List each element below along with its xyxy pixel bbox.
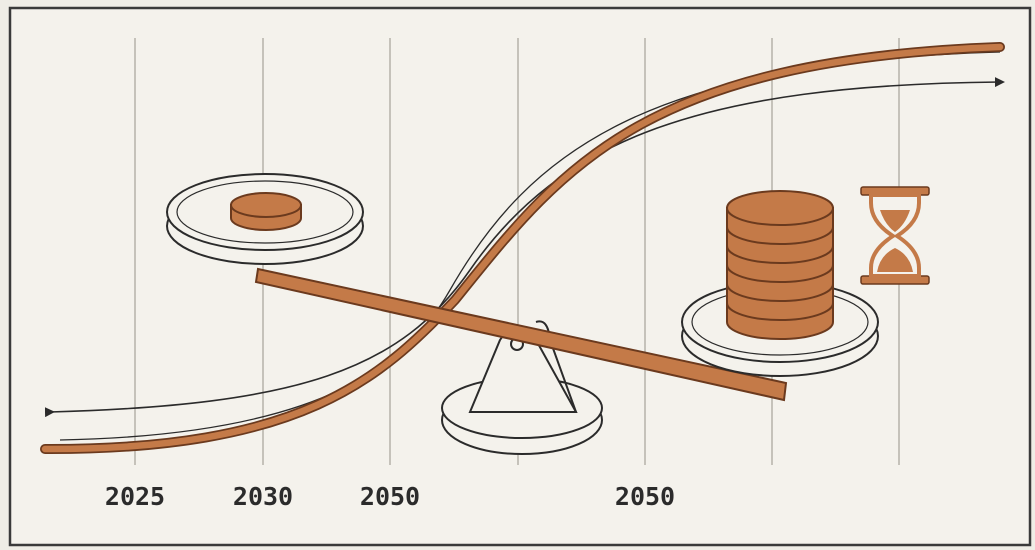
scale-beam [254, 267, 788, 402]
coin-stack-top [726, 190, 834, 226]
year-label: 2050 [360, 482, 420, 511]
year-label: 2030 [233, 482, 293, 511]
single-coin-icon [230, 192, 302, 231]
curved-arrow-icon [44, 77, 1005, 418]
year-label: 2050 [615, 482, 675, 511]
copper-trend-curve-fill [41, 43, 1004, 453]
year-axis-labels: 2025 2030 2050 2050 [105, 482, 675, 511]
left-pan-inner [176, 180, 354, 244]
hourglass-icon [860, 186, 930, 285]
year-label: 2025 [105, 482, 165, 511]
coin-stack-icon [726, 190, 834, 340]
balance-scale-icon [166, 173, 879, 455]
